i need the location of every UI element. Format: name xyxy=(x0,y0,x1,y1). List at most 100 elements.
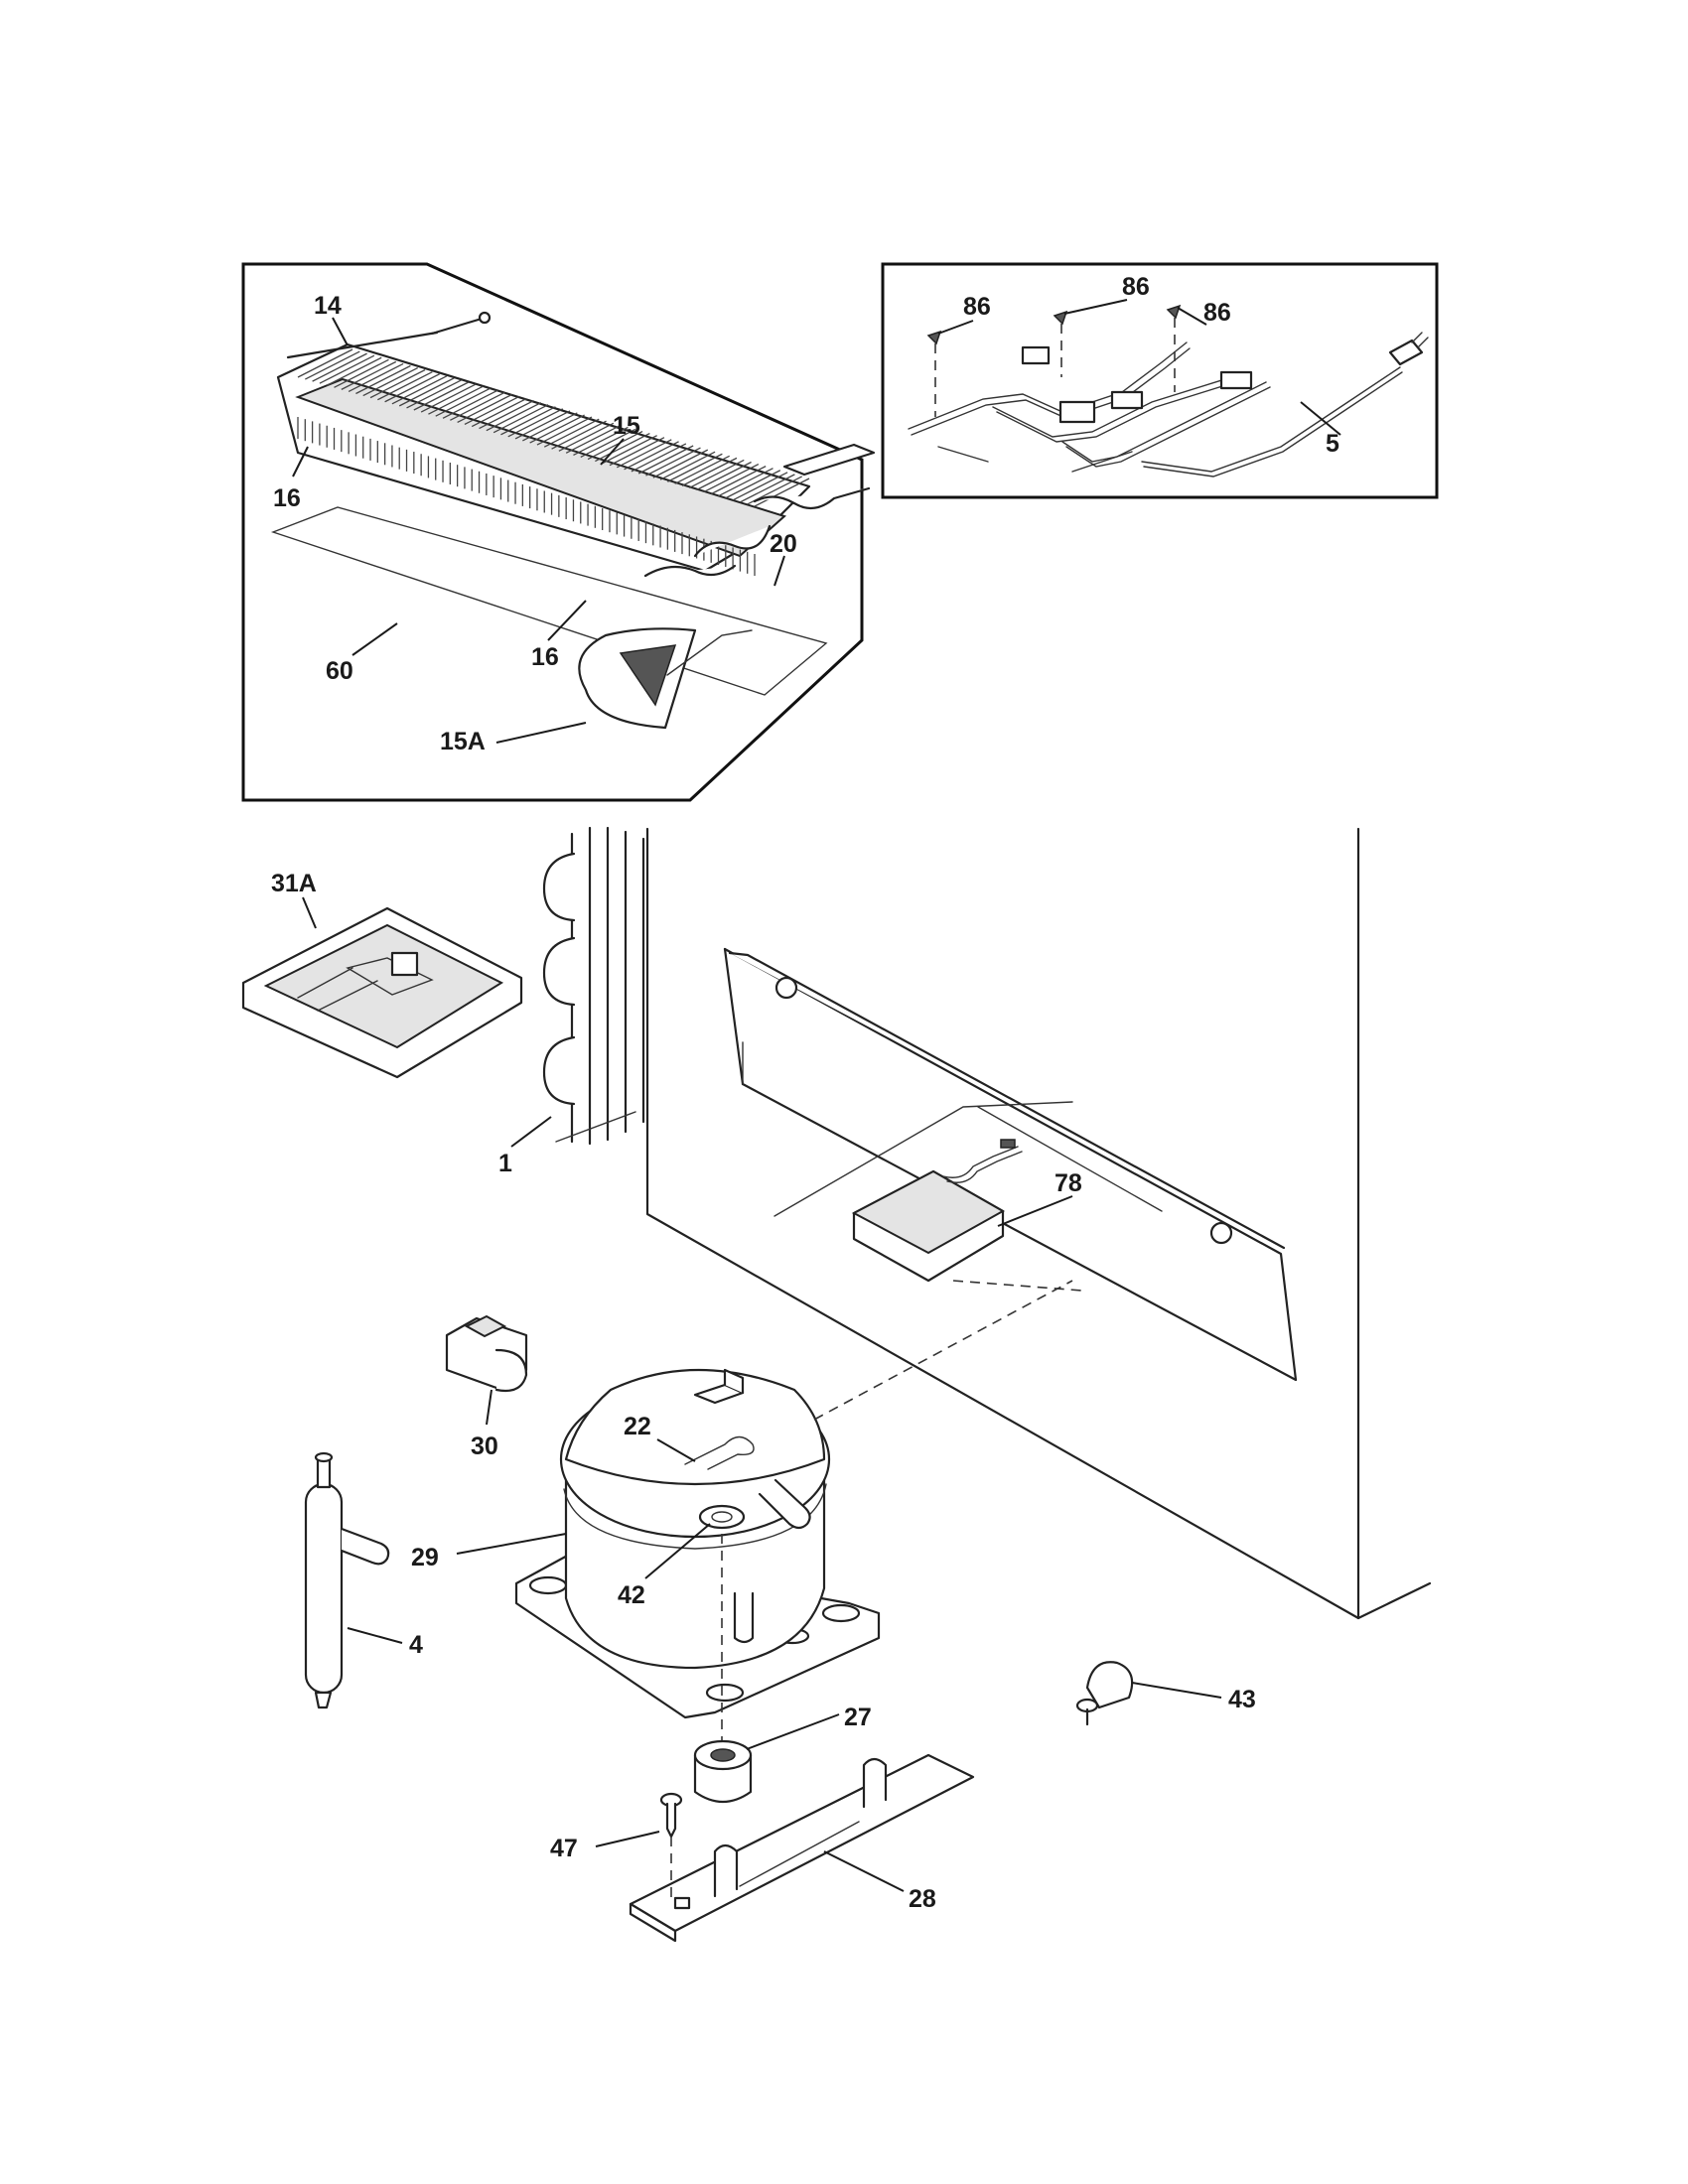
callout-86-c: 86 xyxy=(1203,299,1231,327)
evaporator-fin xyxy=(420,383,477,413)
grommet xyxy=(693,1739,753,1803)
leader-lines xyxy=(292,299,1341,1892)
wiring-inset xyxy=(881,262,1439,499)
callout-86-b: 86 xyxy=(1122,273,1150,301)
evaporator-fin xyxy=(369,369,426,399)
evaporator-fin xyxy=(616,439,672,469)
evaporator-fin xyxy=(681,457,738,486)
callout-42: 42 xyxy=(618,1581,645,1609)
evaporator-fin xyxy=(312,352,367,382)
evaporator-fin xyxy=(595,433,650,463)
evaporator-fin xyxy=(355,364,411,395)
evaporator-fin xyxy=(536,416,593,446)
evaporator-fin xyxy=(457,393,512,423)
evaporator-fin xyxy=(398,377,455,407)
evaporator-fin xyxy=(667,453,723,482)
evaporator-fin xyxy=(565,424,622,454)
evaporator-fin xyxy=(471,397,527,428)
evaporator-fin xyxy=(631,443,687,473)
evaporator-inset xyxy=(241,262,876,802)
evaporator-fin xyxy=(348,362,404,393)
callout-47: 47 xyxy=(550,1835,578,1862)
evaporator-fin xyxy=(718,468,774,497)
evaporator-fin xyxy=(362,366,419,397)
mounting-rail xyxy=(629,1753,975,1943)
evaporator-fin xyxy=(725,470,781,499)
callout-15: 15 xyxy=(613,412,640,440)
evaporator-fin xyxy=(659,451,716,480)
evaporator-fin xyxy=(492,404,549,434)
callout-28: 28 xyxy=(909,1885,936,1913)
wire-harness xyxy=(908,332,1429,478)
callout-5: 5 xyxy=(1326,430,1339,458)
evaporator-fin xyxy=(580,428,636,459)
evaporator-fin xyxy=(587,430,643,461)
evaporator-fin xyxy=(305,350,360,380)
filter-drier xyxy=(304,1451,390,1709)
callout-20: 20 xyxy=(770,530,797,558)
evaporator-fin xyxy=(529,414,585,444)
evaporator-fin xyxy=(479,400,534,430)
evaporator-fin xyxy=(442,389,498,419)
callout-43: 43 xyxy=(1228,1686,1256,1713)
callout-60: 60 xyxy=(326,657,353,685)
evaporator-fin xyxy=(406,379,462,409)
evaporator-fin xyxy=(500,406,556,436)
evaporator-fin xyxy=(391,375,448,405)
clamp xyxy=(1075,1661,1134,1726)
evaporator-fin xyxy=(602,435,657,465)
evaporator-fin xyxy=(551,420,607,450)
evaporator-fin xyxy=(507,408,564,438)
relay xyxy=(445,1314,528,1393)
evaporator-fin xyxy=(558,422,615,452)
screw-86-b xyxy=(1053,310,1068,377)
evaporator-fin xyxy=(450,391,505,421)
callout-labels: 14 15 16 20 16 60 15A 86 86 86 5 31A 1 7… xyxy=(271,273,1339,1913)
screw-86-c xyxy=(1166,304,1182,392)
evaporator-fin xyxy=(341,360,397,390)
callout-27: 27 xyxy=(844,1704,872,1731)
evaporator-fin xyxy=(624,441,679,471)
callout-15a: 15A xyxy=(440,728,486,755)
screw-86-a xyxy=(926,330,942,417)
evaporator-fin xyxy=(652,449,709,478)
evaporator-fin xyxy=(319,354,375,384)
evaporator-fin xyxy=(514,410,571,440)
evaporator-fin xyxy=(754,478,810,507)
evaporator-fin xyxy=(326,356,382,386)
evaporator-fin xyxy=(334,358,389,388)
callout-78: 78 xyxy=(1055,1169,1082,1197)
drain-pan xyxy=(241,906,523,1079)
evaporator-fin xyxy=(696,461,752,491)
evaporator-coil xyxy=(276,311,876,730)
evaporator-fin xyxy=(435,387,492,417)
callout-4: 4 xyxy=(409,1631,423,1659)
callout-1: 1 xyxy=(498,1150,512,1177)
evaporator-fin xyxy=(297,348,353,378)
screw-47 xyxy=(659,1792,683,1901)
callout-29: 29 xyxy=(411,1544,439,1571)
evaporator-fin xyxy=(464,395,520,426)
callout-16-right: 16 xyxy=(531,643,559,671)
evaporator-fin xyxy=(377,371,433,401)
evaporator-fin xyxy=(674,455,730,484)
control-board xyxy=(851,1139,1083,1292)
callout-30: 30 xyxy=(471,1433,498,1460)
evaporator-fin xyxy=(645,447,701,477)
callout-86-a: 86 xyxy=(963,293,991,321)
callout-14: 14 xyxy=(314,292,342,320)
evaporator-fin xyxy=(703,463,760,493)
callout-31a: 31A xyxy=(271,870,317,897)
evaporator-fin xyxy=(637,445,694,475)
evaporator-fin xyxy=(428,385,484,415)
compressor xyxy=(514,1280,1073,1747)
evaporator-fin xyxy=(573,426,629,456)
evaporator-fin xyxy=(710,466,767,495)
evaporator-fin xyxy=(609,437,665,467)
callout-22: 22 xyxy=(624,1413,651,1440)
cabinet xyxy=(645,827,1432,1620)
condenser-coil xyxy=(542,826,645,1146)
evaporator-fin xyxy=(486,402,542,432)
evaporator-fin xyxy=(522,412,578,442)
